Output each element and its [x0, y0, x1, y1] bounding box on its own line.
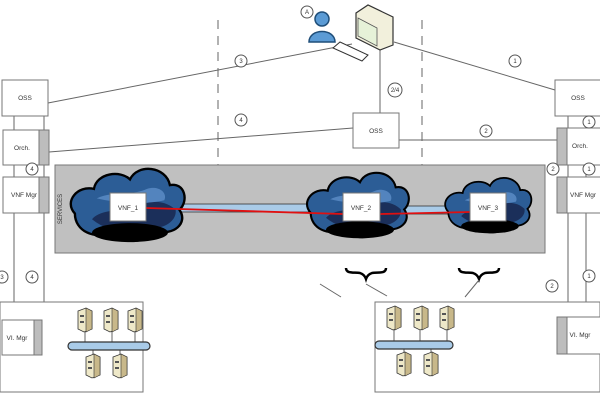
svg-text:OSS: OSS: [571, 95, 585, 102]
step-label: 2: [545, 279, 559, 293]
svg-text:2/4: 2/4: [391, 88, 400, 94]
svg-text:OSS: OSS: [369, 128, 383, 135]
link-orch-left-oss-center: [48, 127, 354, 153]
brace-icon: [319, 267, 388, 298]
step-label: 3: [234, 54, 248, 68]
server-icon: [103, 307, 119, 333]
svg-text:VNF_3: VNF_3: [478, 205, 499, 212]
step-label: 4: [25, 162, 39, 176]
orch-right[interactable]: Orch.: [556, 127, 600, 166]
svg-text:1: 1: [587, 167, 591, 173]
step-label: 2: [479, 124, 493, 138]
vi-mgr-left[interactable]: VI. Mgr: [1, 319, 43, 356]
server-icon: [396, 351, 412, 377]
server-group-left: [67, 307, 151, 379]
svg-text:2: 2: [551, 167, 555, 173]
step-label: 1: [582, 269, 596, 283]
step-label: 2/4: [387, 82, 403, 98]
user-icon: [308, 11, 336, 43]
vnf-1[interactable]: VNF_1: [109, 192, 147, 222]
oss-right[interactable]: OSS: [554, 79, 600, 117]
vnf-mgr-right[interactable]: VNF Mgr: [556, 176, 600, 214]
orch-left[interactable]: Orch.: [2, 129, 50, 166]
brace-link: [365, 283, 388, 297]
vnf-2[interactable]: VNF_2: [342, 192, 381, 222]
computer-icon: [355, 4, 394, 51]
server-icon: [439, 305, 455, 331]
server-icon: [112, 353, 128, 379]
server-group-right: [374, 305, 455, 377]
svg-text:4: 4: [239, 118, 243, 124]
svg-text:4: 4: [30, 167, 34, 173]
services-label: SERVICES: [58, 194, 64, 224]
svg-text:2: 2: [484, 129, 488, 135]
vnf-3[interactable]: VNF_3: [469, 192, 507, 222]
svg-text:VNF_1: VNF_1: [118, 205, 139, 212]
svg-text:Orch.: Orch.: [14, 145, 30, 152]
step-label-user: A: [300, 5, 314, 19]
keyboard-icon: [332, 41, 369, 62]
step-label: 3: [0, 270, 9, 284]
step-label: 1: [582, 115, 596, 129]
svg-text:1: 1: [513, 59, 517, 65]
server-icon: [386, 305, 402, 331]
brace-icon: [457, 267, 501, 298]
svg-text:1: 1: [587, 274, 591, 280]
network-bus: [374, 340, 454, 350]
server-icon: [85, 353, 101, 379]
server-icon: [77, 307, 93, 333]
svg-text:2: 2: [550, 284, 554, 290]
svg-text:VNF Mgr: VNF Mgr: [570, 192, 597, 199]
svg-text:1: 1: [587, 120, 591, 126]
vnf-mgr-left[interactable]: VNF Mgr: [2, 176, 50, 214]
step-label: 4: [234, 113, 248, 127]
step-label: 1: [508, 54, 522, 68]
server-icon: [127, 307, 143, 333]
svg-text:A: A: [305, 10, 309, 16]
link-terminal-oss-right: [393, 41, 556, 91]
svg-text:3: 3: [0, 275, 4, 281]
svg-text:VNF_2: VNF_2: [351, 205, 372, 212]
server-icon: [423, 351, 439, 377]
svg-text:3: 3: [239, 59, 243, 65]
step-label: 2: [546, 162, 560, 176]
network-bus: [67, 341, 151, 351]
vi-mgr-right[interactable]: VI. Mgr: [556, 316, 600, 355]
svg-text:VI. Mgr: VI. Mgr: [570, 332, 592, 339]
step-label: 1: [582, 162, 596, 176]
svg-text:VNF Mgr: VNF Mgr: [11, 192, 38, 199]
server-icon: [413, 305, 429, 331]
svg-text:OSS: OSS: [18, 95, 32, 102]
step-label: 4: [25, 270, 39, 284]
svg-text:Orch.: Orch.: [572, 143, 588, 150]
oss-center[interactable]: OSS: [352, 112, 400, 149]
svg-text:4: 4: [30, 275, 34, 281]
oss-left[interactable]: OSS: [1, 79, 49, 117]
svg-text:VI. Mgr: VI. Mgr: [7, 335, 29, 342]
link-oss-left-terminal: [47, 43, 353, 104]
